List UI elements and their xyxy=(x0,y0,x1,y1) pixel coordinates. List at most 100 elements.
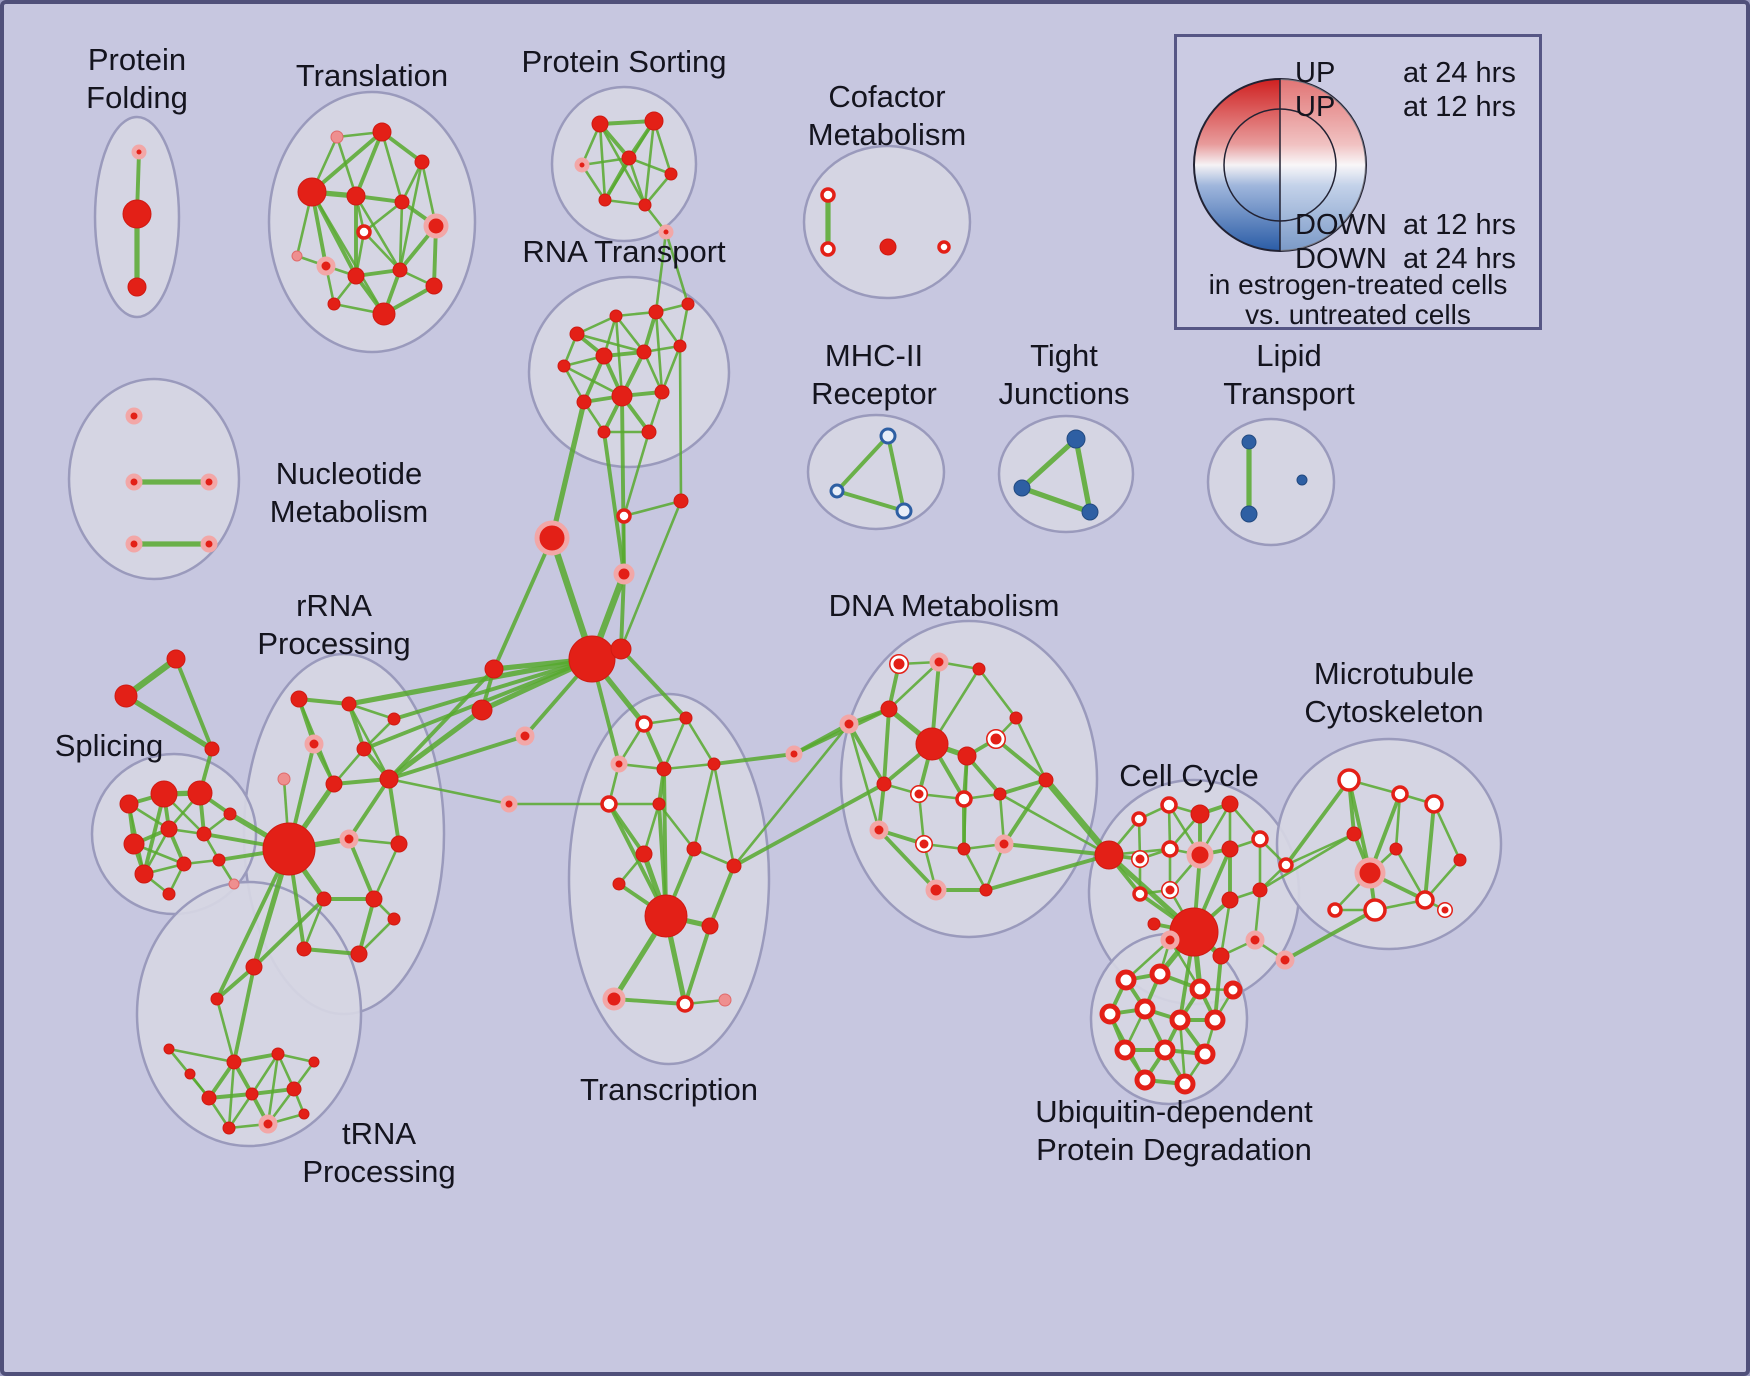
network-node xyxy=(394,194,410,210)
network-node xyxy=(290,690,308,708)
network-node xyxy=(616,508,632,524)
legend-level-label: DOWN xyxy=(1295,209,1387,241)
network-node xyxy=(125,535,143,553)
network-node xyxy=(347,267,365,285)
cluster-label-tight-junctions: Junctions xyxy=(999,376,1130,411)
legend-box: UP at 24 hrs UP at 12 hrs DOWN at 12 hrs… xyxy=(1174,34,1542,330)
cluster-label-protein-folding: Folding xyxy=(86,80,188,115)
cluster-ellipse-cofactor-metabolism xyxy=(802,144,972,300)
network-node xyxy=(325,775,343,793)
network-node xyxy=(298,1108,310,1120)
cluster-ellipse-lipid-transport xyxy=(1206,417,1336,547)
legend-level-label: UP xyxy=(1295,57,1336,89)
network-node xyxy=(222,1121,236,1135)
network-node xyxy=(890,655,908,673)
network-node xyxy=(673,493,689,509)
network-node xyxy=(879,427,897,445)
network-node xyxy=(557,359,571,373)
network-edge xyxy=(835,489,906,513)
network-node xyxy=(1354,857,1386,889)
legend-time-label: at 12 hrs xyxy=(1403,91,1516,123)
network-node xyxy=(122,199,152,229)
network-edge xyxy=(598,122,647,207)
network-edge xyxy=(354,130,384,198)
network-edge xyxy=(642,802,661,856)
network-edge xyxy=(1019,436,1079,491)
legend-right-half-lighter xyxy=(1280,79,1366,251)
network-node xyxy=(390,835,408,853)
network-node-outer-ring xyxy=(915,835,933,853)
network-node xyxy=(785,745,803,763)
network-edge xyxy=(998,792,1111,857)
network-edge xyxy=(1423,802,1436,902)
network-node-outer-ring xyxy=(889,654,909,674)
network-node xyxy=(1275,950,1295,970)
network-node xyxy=(187,780,213,806)
network-node xyxy=(534,520,570,556)
network-node xyxy=(686,841,702,857)
cluster-label-cell-cycle: Cell Cycle xyxy=(1119,758,1259,793)
network-node xyxy=(166,649,186,669)
network-edge xyxy=(386,707,485,782)
network-node xyxy=(654,384,670,400)
cluster-label-protein-sorting: Protein Sorting xyxy=(521,44,726,79)
network-edge xyxy=(678,344,683,503)
network-node xyxy=(296,941,312,957)
network-edge xyxy=(227,1060,236,1130)
network-edge xyxy=(362,230,402,272)
cluster-ellipse-microtubule-cytoskeleton xyxy=(1275,737,1503,951)
network-node xyxy=(707,757,721,771)
network-edge xyxy=(962,847,988,892)
network-node xyxy=(987,730,1005,748)
network-node xyxy=(471,699,493,721)
network-node xyxy=(150,780,178,808)
network-node xyxy=(134,864,154,884)
network-node xyxy=(602,987,626,1011)
network-node xyxy=(356,741,372,757)
network-node xyxy=(568,635,616,683)
network-node xyxy=(212,853,226,867)
network-edge xyxy=(549,399,587,541)
network-edge xyxy=(643,172,673,207)
network-edge xyxy=(887,660,941,711)
cluster-label-ubiquitin-degradation: Ubiquitin-dependent xyxy=(1035,1094,1313,1129)
network-edge xyxy=(392,657,594,721)
network-node xyxy=(957,746,977,766)
network-edge xyxy=(492,536,554,671)
network-node xyxy=(1389,842,1403,856)
network-node xyxy=(204,741,220,757)
network-node xyxy=(1221,795,1239,813)
network-node xyxy=(200,535,218,553)
network-edge xyxy=(977,667,1018,720)
network-node xyxy=(119,794,139,814)
network-node xyxy=(201,1090,217,1106)
network-node xyxy=(339,829,359,849)
network-edge xyxy=(1014,716,1048,782)
updown-scale-glyph xyxy=(1193,78,1367,252)
network-node-outer-ring xyxy=(1161,881,1179,899)
network-node xyxy=(676,995,694,1013)
network-node xyxy=(658,224,674,240)
cluster-label-microtubule-cytoskeleton: Microtubule xyxy=(1314,656,1474,691)
network-node xyxy=(1147,917,1161,931)
network-edge xyxy=(998,778,1048,796)
network-node xyxy=(635,845,653,863)
network-edge xyxy=(302,947,361,956)
network-edge xyxy=(886,434,906,513)
network-node xyxy=(379,769,399,789)
network-edge xyxy=(835,434,890,493)
network-node xyxy=(245,958,263,976)
network-node xyxy=(1391,785,1409,803)
network-node xyxy=(271,1047,285,1061)
network-node xyxy=(595,347,613,365)
network-node xyxy=(1081,503,1099,521)
network-node xyxy=(286,1081,302,1097)
network-edge xyxy=(614,314,624,398)
network-node xyxy=(635,715,653,733)
network-edge xyxy=(347,777,391,841)
network-node xyxy=(1009,711,1023,725)
network-edge xyxy=(622,430,651,518)
network-node xyxy=(638,198,652,212)
network-edge xyxy=(643,119,656,207)
network-edge xyxy=(372,842,401,901)
